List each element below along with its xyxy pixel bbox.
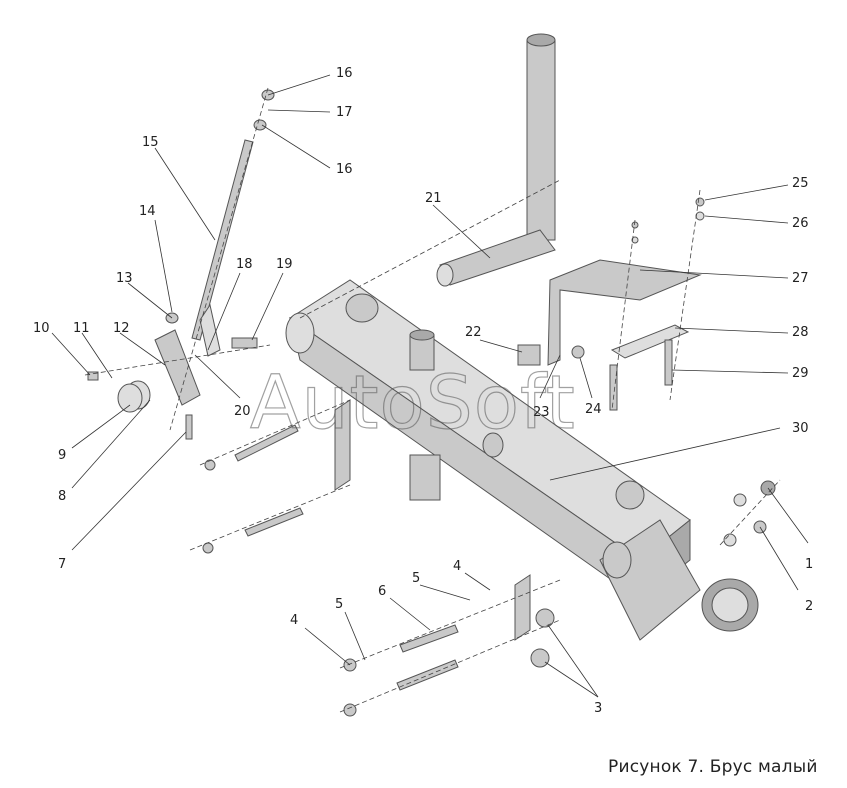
callout-3: 3	[594, 701, 602, 716]
callout-17: 17	[336, 105, 353, 120]
callout-23: 23	[533, 405, 550, 420]
leader-lines	[51, 74, 809, 698]
callout-4b: 4	[453, 559, 461, 574]
callout-9: 9	[58, 448, 66, 463]
callout-1: 1	[805, 557, 813, 572]
callout-10: 10	[33, 321, 50, 336]
pin-hardware	[202, 197, 776, 717]
callout-5a: 5	[335, 597, 343, 612]
callout-5b: 5	[412, 571, 420, 586]
crank-handle	[436, 33, 556, 287]
callout-26: 26	[792, 216, 809, 231]
callout-30: 30	[792, 421, 809, 436]
callout-16b: 16	[336, 162, 353, 177]
callout-22: 22	[465, 325, 482, 340]
callout-16a: 16	[336, 66, 353, 81]
callout-24: 24	[585, 402, 602, 417]
watermark-text: AutoSoft	[250, 360, 576, 446]
callout-8: 8	[58, 489, 66, 504]
bracket-assembly	[517, 259, 702, 411]
assembly-axes	[84, 87, 781, 713]
callout-28: 28	[792, 325, 809, 340]
figure-caption: Рисунок 7. Брус малый	[608, 757, 818, 777]
lever-assembly	[87, 89, 275, 440]
callout-4a: 4	[290, 613, 298, 628]
callout-13: 13	[116, 271, 133, 286]
callout-25: 25	[792, 176, 809, 191]
callout-2: 2	[805, 599, 813, 614]
callout-14: 14	[139, 204, 156, 219]
callout-29: 29	[792, 366, 809, 381]
callout-20: 20	[234, 404, 251, 419]
callout-18: 18	[236, 257, 253, 272]
callout-11: 11	[73, 321, 90, 336]
callout-6: 6	[378, 584, 386, 599]
callout-19: 19	[276, 257, 293, 272]
callout-7: 7	[58, 557, 66, 572]
callout-21: 21	[425, 191, 442, 206]
callout-labels: 1 2 3 4 4 5 5 6 7 8 9 10 11 12 13 14 15 …	[33, 66, 813, 716]
callout-27: 27	[792, 271, 809, 286]
callout-15: 15	[142, 135, 159, 150]
main-beam	[285, 279, 759, 641]
callout-12: 12	[113, 321, 130, 336]
